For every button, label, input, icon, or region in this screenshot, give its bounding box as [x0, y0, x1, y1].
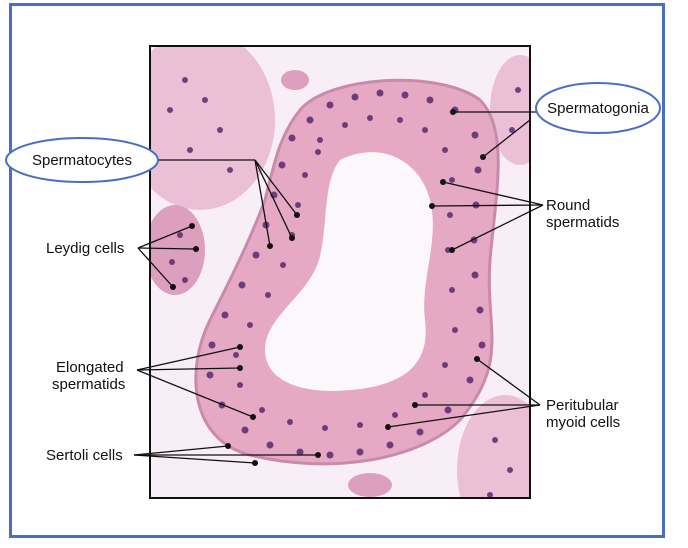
label-peritubular-line2: myoid cells: [546, 414, 620, 431]
leader-lines: [133, 111, 544, 464]
label-elongated-spermatids-line1: Elongated: [56, 359, 124, 376]
adjacent-tubule-bottom-right: [457, 395, 530, 498]
micrograph-border: [149, 45, 531, 499]
adjacent-tubule-top-left: [150, 46, 275, 210]
label-spermatocytes: Spermatocytes: [32, 152, 132, 169]
label-sertoli-cells: Sertoli cells: [46, 447, 123, 464]
label-round-spermatids-line2: spermatids: [546, 214, 619, 231]
label-elongated-spermatids-line2: spermatids: [52, 376, 125, 393]
spermatocytes-highlight: [5, 137, 159, 183]
label-peritubular-line1: Peritubular: [546, 397, 619, 414]
label-leydig-cells: Leydig cells: [46, 240, 124, 257]
vessel-top: [281, 70, 309, 90]
label-round-spermatids-line1: Round: [546, 197, 590, 214]
micrograph: [150, 46, 530, 498]
spermatogonia-highlight: [535, 82, 661, 134]
adjacent-tubule-top-right: [490, 55, 530, 165]
label-spermatogonia: Spermatogonia: [547, 100, 649, 117]
vessel-bottom: [348, 473, 392, 497]
leader-dots: [170, 109, 486, 466]
tubule-lumen: [265, 152, 433, 391]
figure-frame: [9, 3, 665, 538]
